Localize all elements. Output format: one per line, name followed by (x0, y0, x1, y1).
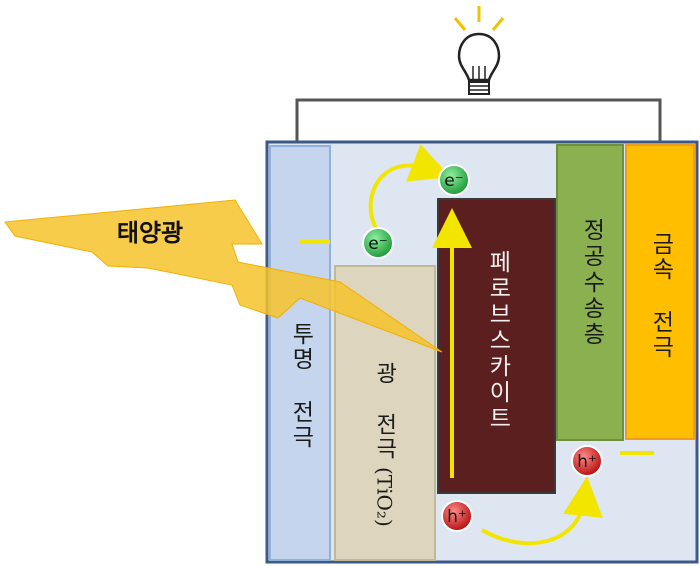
perovskite-label: 페로브스카이트 (484, 250, 511, 432)
sunlight-label: 태양광 (117, 219, 183, 247)
transparent-electrode (269, 145, 331, 561)
hole-right: h⁺ (571, 445, 603, 477)
metal-electrode (625, 144, 695, 440)
hole-transport-label: 정공수송층 (578, 218, 605, 348)
hole-bottom: h⁺ (441, 500, 473, 532)
svg-text:e⁻: e⁻ (368, 234, 387, 254)
photo-electrode-label: 광 전극 (TiO₂) (371, 362, 397, 527)
electron-upper: e⁻ (438, 164, 470, 196)
sunlight-bolt (4, 199, 443, 353)
metal-electrode-label: 금속 전극 (647, 232, 674, 360)
light-bulb-icon (453, 6, 505, 95)
hole-transport-layer (556, 144, 624, 441)
transparent-electrode-label: 투명 전극 (287, 322, 314, 450)
svg-text:h⁺: h⁺ (447, 507, 467, 527)
hole-path-arrow (480, 476, 603, 546)
electron-lower: e⁻ (362, 227, 394, 259)
svg-text:e⁻: e⁻ (444, 171, 463, 191)
perovskite-layer (437, 198, 556, 494)
circuit-wire (295, 98, 662, 142)
svg-text:h⁺: h⁺ (577, 452, 597, 472)
electron-path-arrow (368, 144, 451, 234)
